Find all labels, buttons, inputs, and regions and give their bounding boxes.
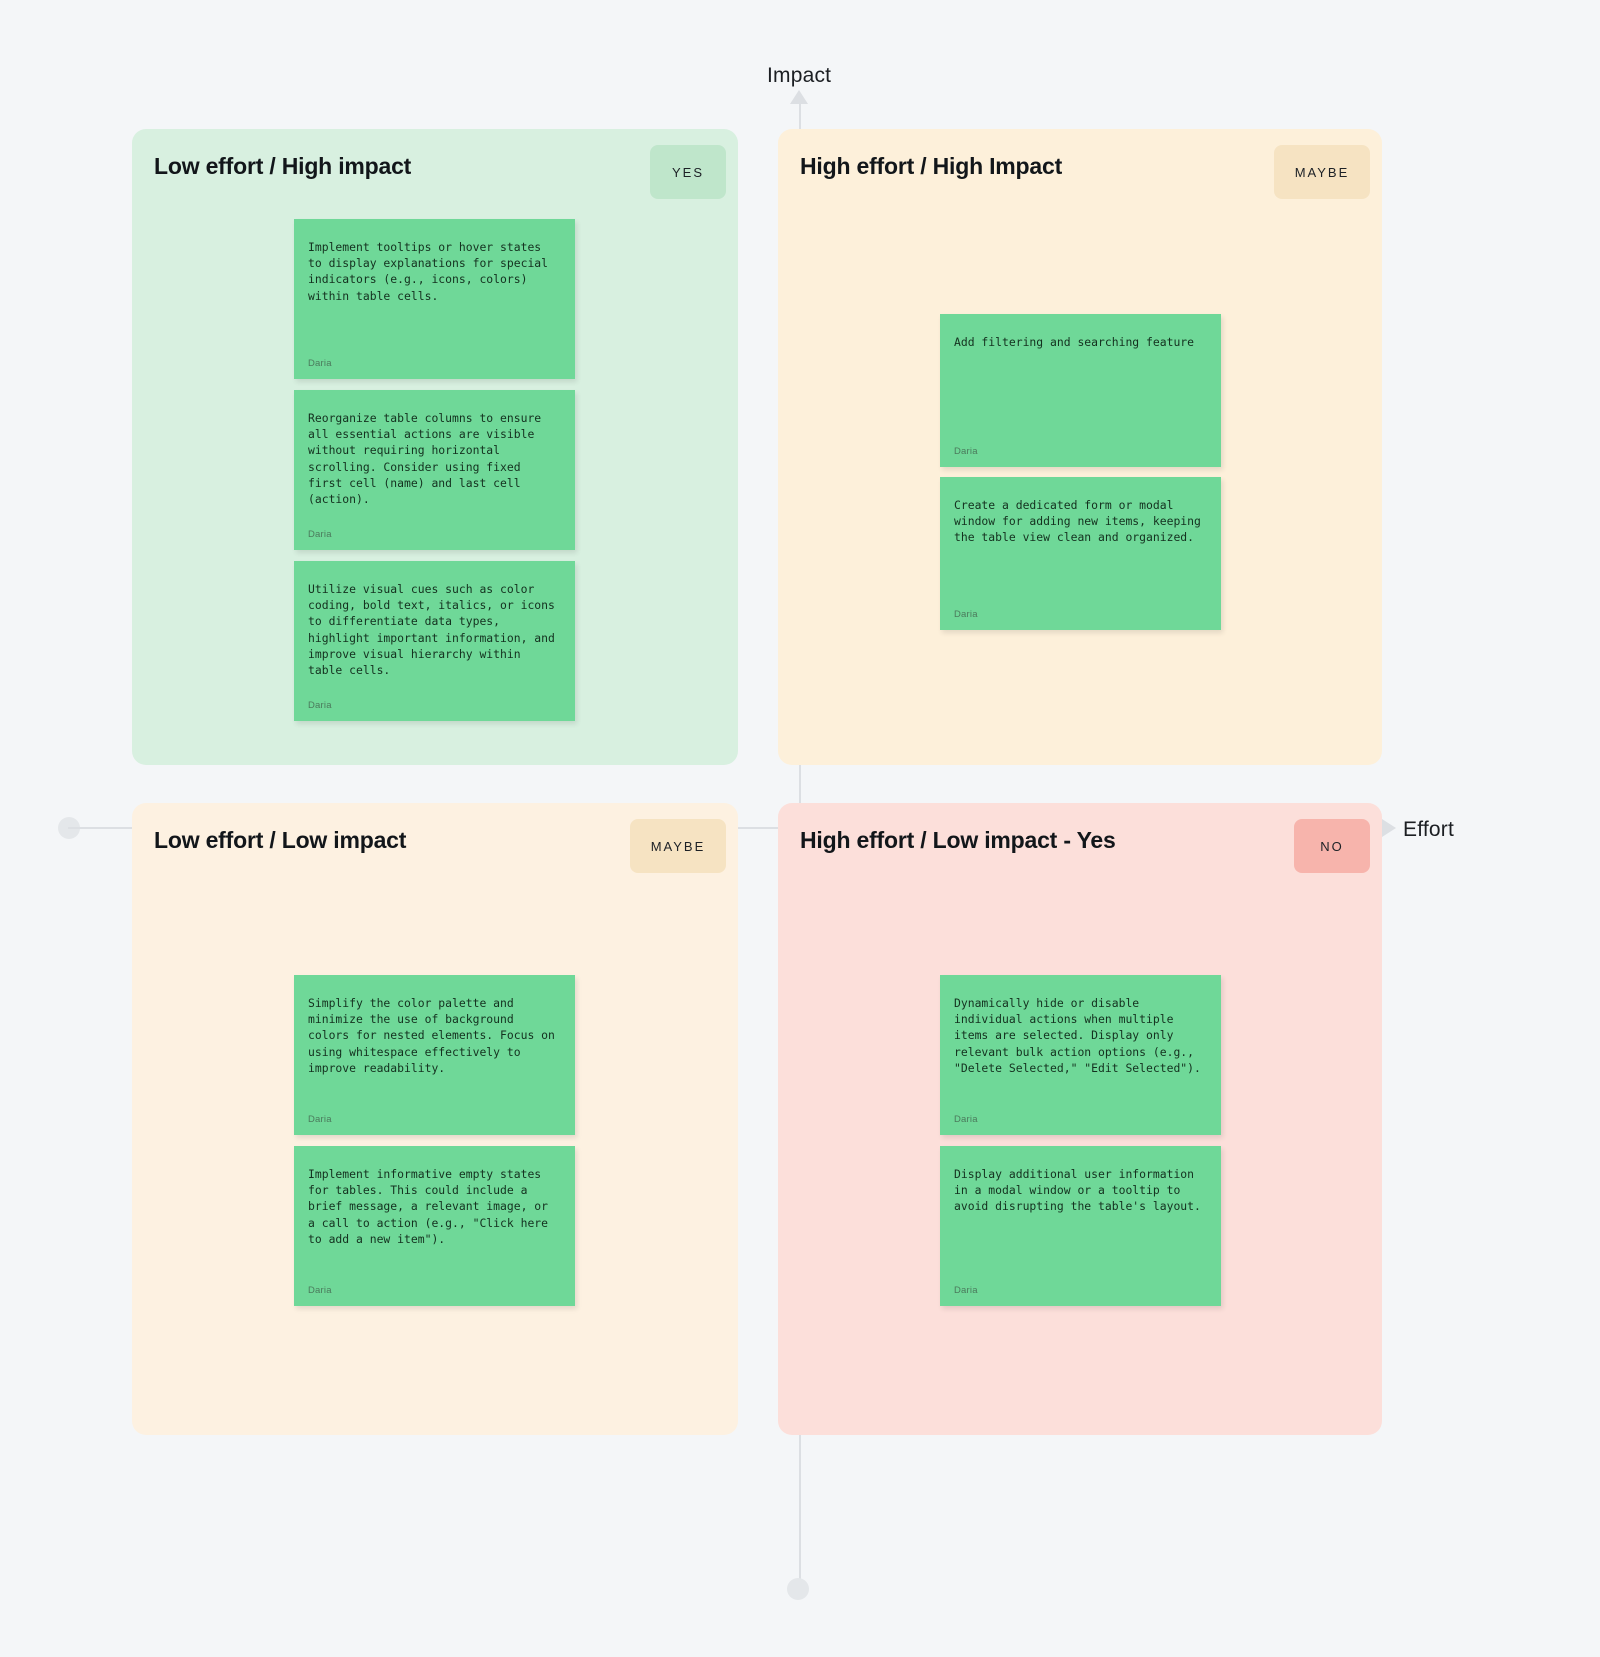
sticky-note-author: Daria xyxy=(308,358,332,369)
sticky-note-author: Daria xyxy=(308,529,332,540)
quadrant-badge-maybe[interactable]: MAYBE xyxy=(1274,145,1370,199)
sticky-note[interactable]: Display additional user information in a… xyxy=(940,1146,1221,1306)
effort-axis-label: Effort xyxy=(1403,818,1455,841)
sticky-note[interactable]: Implement informative empty states for t… xyxy=(294,1146,575,1306)
sticky-note-text: Implement tooltips or hover states to di… xyxy=(308,240,555,303)
quadrant-title: High effort / Low impact - Yes xyxy=(800,827,1116,853)
sticky-note-text: Display additional user information in a… xyxy=(954,1167,1201,1214)
quadrant-low-effort-low-impact[interactable]: Low effort / Low impact MAYBE Simplify t… xyxy=(132,803,738,1435)
sticky-note-author: Daria xyxy=(954,609,978,620)
sticky-note-text: Dynamically hide or disable individual a… xyxy=(954,996,1201,1075)
sticky-note[interactable]: Dynamically hide or disable individual a… xyxy=(940,975,1221,1135)
sticky-note[interactable]: Create a dedicated form or modal window … xyxy=(940,477,1221,630)
sticky-note-text: Simplify the color palette and minimize … xyxy=(308,996,562,1075)
sticky-note-author: Daria xyxy=(954,446,978,457)
sticky-note-text: Create a dedicated form or modal window … xyxy=(954,498,1208,545)
sticky-note-text: Add filtering and searching feature xyxy=(954,335,1195,349)
quadrant-title: Low effort / Low impact xyxy=(154,827,407,853)
sticky-note[interactable]: Utilize visual cues such as color coding… xyxy=(294,561,575,721)
sticky-note[interactable]: Simplify the color palette and minimize … xyxy=(294,975,575,1135)
quadrant-high-effort-low-impact[interactable]: High effort / Low impact - Yes NO Dynami… xyxy=(778,803,1382,1435)
impact-axis-arrow-icon xyxy=(790,90,808,104)
quadrant-badge-maybe[interactable]: MAYBE xyxy=(630,819,726,873)
sticky-note-text: Utilize visual cues such as color coding… xyxy=(308,582,562,678)
sticky-note-text: Reorganize table columns to ensure all e… xyxy=(308,411,549,507)
sticky-note-author: Daria xyxy=(308,1114,332,1125)
quadrant-title: Low effort / High impact xyxy=(154,153,412,179)
quadrant-title: High effort / High Impact xyxy=(800,153,1063,179)
sticky-note-author: Daria xyxy=(954,1114,978,1125)
quadrant-high-effort-high-impact[interactable]: High effort / High Impact MAYBE Add filt… xyxy=(778,129,1382,765)
impact-axis-label: Impact xyxy=(767,64,832,87)
sticky-note-author: Daria xyxy=(954,1285,978,1296)
sticky-note[interactable]: Add filtering and searching feature Dari… xyxy=(940,314,1221,467)
quadrant-low-effort-high-impact[interactable]: Low effort / High impact YES Implement t… xyxy=(132,129,738,765)
sticky-note[interactable]: Implement tooltips or hover states to di… xyxy=(294,219,575,379)
sticky-note-author: Daria xyxy=(308,1285,332,1296)
quadrant-badge-no[interactable]: NO xyxy=(1294,819,1370,873)
impact-axis-endpoint-handle[interactable] xyxy=(787,1578,809,1600)
quadrant-badge-yes[interactable]: YES xyxy=(650,145,726,199)
sticky-note-author: Daria xyxy=(308,700,332,711)
effort-axis-arrow-icon xyxy=(1382,819,1396,837)
sticky-note-text: Implement informative empty states for t… xyxy=(308,1167,555,1246)
sticky-note[interactable]: Reorganize table columns to ensure all e… xyxy=(294,390,575,550)
